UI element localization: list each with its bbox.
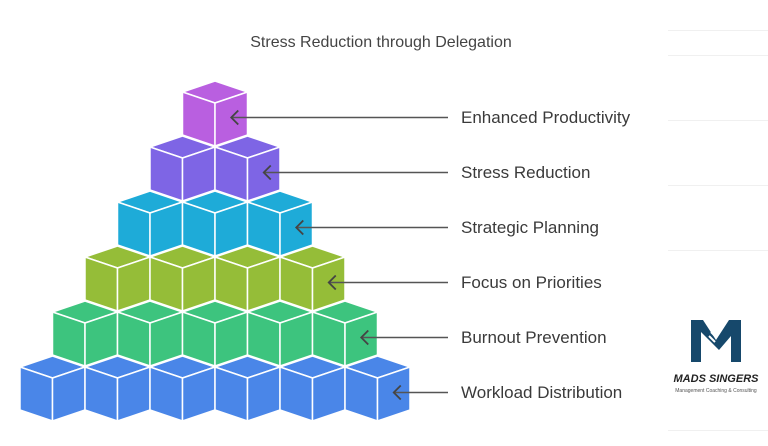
arrow-icon — [294, 219, 448, 236]
cube-right — [344, 311, 379, 367]
logo-name: MADS SINGERS — [673, 373, 759, 385]
cube — [19, 355, 86, 422]
cube — [214, 135, 281, 202]
level-label: Stress Reduction — [461, 162, 591, 182]
cube-right — [246, 146, 281, 202]
pyramid-level — [181, 80, 249, 147]
divider — [668, 430, 768, 431]
diagram-title: Stress Reduction through Delegation — [250, 34, 512, 51]
cube — [279, 245, 346, 312]
cube-right — [214, 91, 249, 147]
logo-subtitle: Management Coaching & Consulting — [675, 388, 757, 394]
cube — [51, 300, 119, 367]
divider — [668, 30, 768, 31]
cube — [181, 300, 249, 367]
cube — [279, 355, 346, 422]
pyramid-level — [84, 245, 346, 312]
cube-right — [279, 201, 314, 257]
divider — [668, 185, 768, 186]
divider — [668, 250, 768, 251]
cube — [214, 245, 281, 312]
pyramid-level — [116, 190, 314, 257]
cube-right — [311, 256, 346, 312]
pyramid-level — [19, 355, 411, 422]
cube — [84, 245, 151, 312]
cube-right — [376, 366, 411, 422]
arrow-icon — [262, 164, 448, 181]
pyramid-level — [51, 300, 379, 367]
logo-m-icon — [691, 320, 741, 362]
cube — [181, 190, 249, 257]
cube — [149, 135, 216, 202]
logo: MADS SINGERS Management Coaching & Consu… — [666, 318, 766, 394]
divider — [668, 55, 768, 56]
arrow-icon — [229, 109, 448, 126]
cube — [344, 355, 411, 422]
cube — [84, 355, 151, 422]
cube — [149, 355, 216, 422]
arrow-icon — [392, 384, 448, 401]
cube — [246, 300, 314, 367]
divider — [668, 120, 768, 121]
cube — [246, 190, 314, 257]
level-label: Enhanced Productivity — [461, 107, 631, 127]
cube — [116, 300, 184, 367]
cube — [311, 300, 379, 367]
level-label: Focus on Priorities — [461, 272, 602, 292]
cube — [214, 355, 281, 422]
arrow-icon — [327, 274, 448, 291]
cube — [149, 245, 216, 312]
level-label: Burnout Prevention — [461, 327, 607, 347]
cube — [181, 80, 249, 147]
pyramid-level — [149, 135, 281, 202]
level-label: Strategic Planning — [461, 217, 599, 237]
level-label: Workload Distribution — [461, 382, 623, 402]
arrow-icon — [359, 329, 448, 346]
cube — [116, 190, 184, 257]
